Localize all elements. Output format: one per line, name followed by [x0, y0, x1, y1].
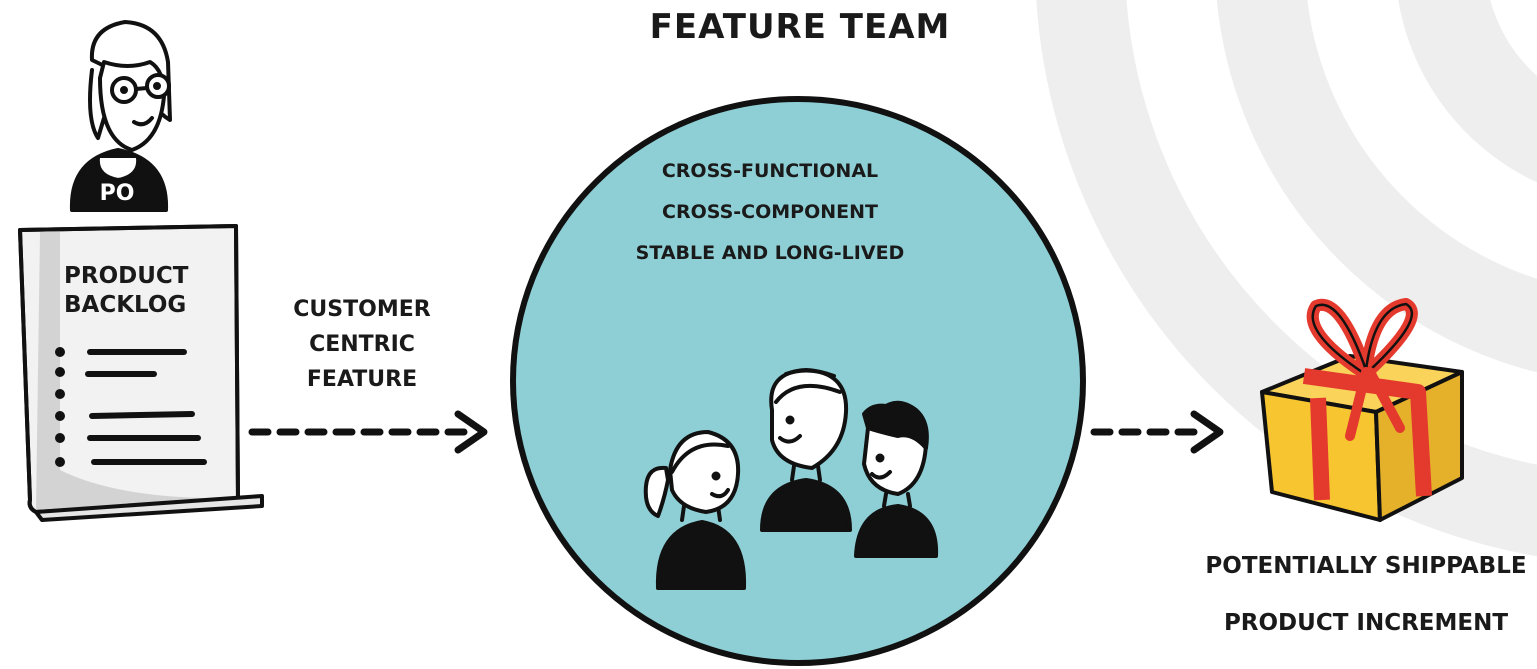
backlog-document-icon: [18, 224, 264, 522]
po-badge: PO: [100, 181, 135, 206]
gift-box-icon: [1260, 298, 1464, 522]
output-line: POTENTIALLY SHIPPABLE: [1205, 553, 1527, 579]
team-title: FEATURE TEAM: [649, 7, 951, 47]
backlog-line: PRODUCT: [64, 263, 189, 289]
team-members-icon: [643, 368, 939, 590]
team-trait: CROSS-FUNCTIONAL: [661, 160, 879, 182]
output-label: POTENTIALLY SHIPPABLE PRODUCT INCREMENT: [1196, 538, 1536, 652]
flow-label: CUSTOMER CENTRIC FEATURE: [262, 292, 462, 397]
backlog-title: PRODUCT BACKLOG: [64, 262, 188, 320]
flow-label-line: CUSTOMER: [293, 297, 431, 322]
team-trait: STABLE AND LONG-LIVED: [635, 242, 905, 264]
team-traits: CROSS-FUNCTIONAL CROSS-COMPONENT STABLE …: [600, 162, 940, 263]
dashed-arrow-icon: [248, 410, 488, 454]
team-trait: CROSS-COMPONENT: [662, 201, 878, 223]
flow-label-line: FEATURE: [306, 367, 418, 392]
product-owner-icon: [69, 20, 172, 212]
backlog-line: BACKLOG: [64, 292, 187, 318]
output-line: PRODUCT INCREMENT: [1223, 610, 1509, 636]
flow-label-line: CENTRIC: [309, 332, 415, 357]
dashed-arrow-icon: [1090, 410, 1224, 454]
